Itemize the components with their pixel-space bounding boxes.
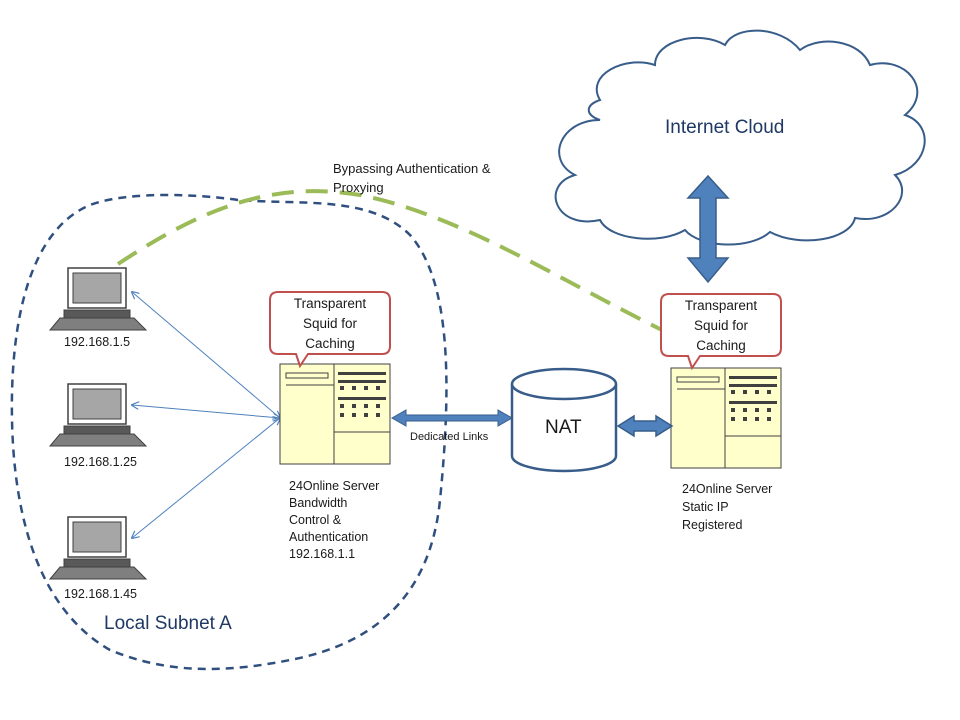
local-subnet-boundary — [10, 193, 448, 671]
local-callout-line-3: Caching — [305, 336, 355, 351]
laptop-2-link — [132, 405, 280, 418]
laptop-2 — [48, 383, 148, 447]
local-server-caption-4: Authentication — [289, 530, 369, 544]
dedicated-links-label: Dedicated Links — [410, 431, 489, 443]
bypass-label: Bypassing Authentication & Proxying — [333, 159, 491, 197]
remote-callout-line-3: Caching — [696, 338, 746, 353]
bypass-path — [116, 189, 663, 332]
remote-server-caption: 24Online Server Static IP Registered — [682, 480, 772, 534]
local-server — [279, 363, 391, 465]
bypass-label-line-1: Bypassing Authentication & — [333, 161, 491, 176]
remote-server — [670, 367, 782, 469]
subnet-label: Local Subnet A — [104, 613, 232, 634]
laptop-3 — [48, 516, 148, 580]
laptop-3-ip: 192.168.1.45 — [64, 587, 137, 601]
remote-callout-text: Transparent Squid for Caching — [661, 296, 781, 356]
dedicated-link-arrow — [390, 409, 514, 427]
laptop-2-ip: 192.168.1.25 — [64, 455, 137, 469]
local-server-caption-3: Control & — [289, 513, 342, 527]
bypass-label-line-2: Proxying — [333, 180, 384, 195]
local-server-caption-5: 192.168.1.1 — [289, 547, 356, 561]
local-callout-text: Transparent Squid for Caching — [270, 294, 390, 354]
nat-label: NAT — [545, 417, 582, 438]
internet-cloud — [554, 29, 926, 246]
local-server-caption-2: Bandwidth — [289, 496, 348, 510]
local-server-caption: 24Online Server Bandwidth Control & Auth… — [289, 478, 379, 563]
laptop-3-link — [132, 418, 280, 538]
nat-server-arrow — [616, 414, 674, 438]
laptop-1 — [48, 267, 148, 331]
local-callout-line-1: Transparent — [293, 296, 367, 311]
remote-server-caption-1: 24Online Server — [682, 482, 773, 496]
remote-callout-line-2: Squid for — [693, 318, 749, 333]
remote-server-caption-2: Static IP — [682, 500, 729, 514]
internet-cloud-label: Internet Cloud — [665, 117, 785, 138]
local-callout — [269, 291, 391, 369]
internet-link-arrow — [686, 174, 730, 284]
remote-callout-line-1: Transparent — [684, 298, 758, 313]
laptop-1-link — [132, 292, 280, 418]
local-server-caption-1: 24Online Server — [289, 479, 380, 493]
remote-server-caption-3: Registered — [682, 518, 743, 532]
remote-callout — [660, 293, 782, 371]
local-callout-line-2: Squid for — [302, 316, 358, 331]
laptop-1-ip: 192.168.1.5 — [64, 335, 131, 349]
nat-cylinder — [510, 367, 618, 473]
